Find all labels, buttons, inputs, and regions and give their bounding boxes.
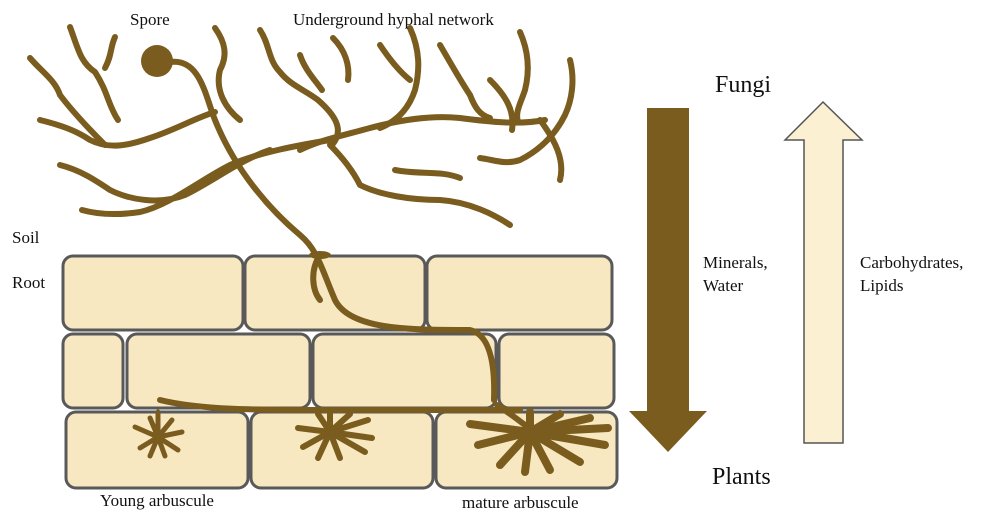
hyphal-entry-icon — [309, 251, 331, 259]
spore-icon — [141, 45, 173, 77]
root-cell — [63, 256, 243, 330]
carbohydrates-line: Carbohydrates, — [860, 252, 990, 275]
lipids-line: Lipids — [860, 275, 990, 298]
minerals-water-label: Minerals, Water — [703, 252, 833, 298]
plants-label: Plants — [712, 464, 771, 492]
root-label: Root — [12, 273, 45, 293]
root-cell — [427, 256, 612, 330]
mature-arbuscule-label: mature arbuscule — [462, 493, 579, 513]
arrow-down-icon — [629, 108, 707, 452]
root-cell — [127, 334, 310, 408]
root-cell — [499, 334, 614, 408]
soil-label: Soil — [12, 228, 39, 248]
hyphal-network-label: Underground hyphal network — [293, 10, 494, 30]
root-cell — [313, 334, 496, 408]
fungi-label: Fungi — [715, 72, 771, 100]
carbohydrates-lipids-label: Carbohydrates, Lipids — [860, 252, 990, 298]
water-line: Water — [703, 275, 833, 298]
young-arbuscule-label: Young arbuscule — [100, 491, 214, 511]
root-cell — [63, 334, 123, 408]
minerals-line: Minerals, — [703, 252, 833, 275]
spore-label: Spore — [130, 10, 170, 30]
